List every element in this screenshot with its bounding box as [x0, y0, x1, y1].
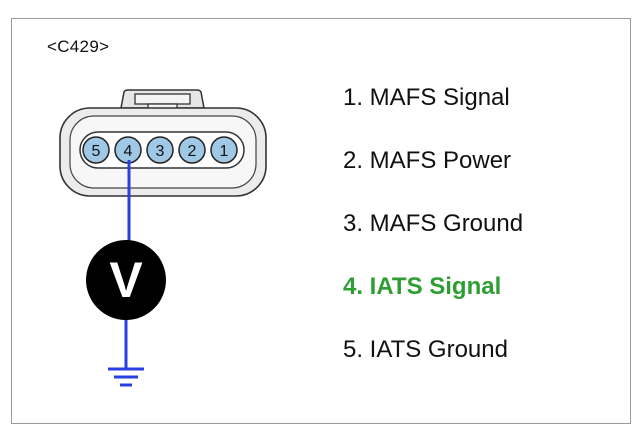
pin-5: 5	[82, 136, 110, 164]
pin-circle	[146, 136, 174, 164]
pin-circle	[178, 136, 206, 164]
pin-3: 3	[146, 136, 174, 164]
connector-id-label: <C429>	[47, 37, 110, 56]
pin-4: 4	[114, 136, 142, 164]
voltmeter-icon: V	[86, 240, 166, 320]
pin-2: 2	[178, 136, 206, 164]
pin-function-item-highlighted: 4. IATS Signal	[343, 273, 502, 300]
diagram-frame	[11, 18, 631, 424]
pin-number-label: 3	[156, 143, 165, 160]
pin-1: 1	[210, 136, 238, 164]
pin-function-item: 2. MAFS Power	[343, 147, 512, 174]
pin-function-item: 1. MAFS Signal	[343, 84, 510, 111]
pin-number-label: 1	[220, 143, 229, 160]
ground-symbol-icon	[108, 367, 144, 387]
pin-function-list: 1. MAFS Signal 2. MAFS Power 3. MAFS Gro…	[343, 84, 523, 399]
pin-function-item: 5. IATS Ground	[343, 336, 508, 363]
pin-circle	[82, 136, 110, 164]
voltmeter-label: V	[109, 252, 143, 308]
connector-pins: 5 4 3 2 1	[82, 136, 238, 164]
pin-circle	[210, 136, 238, 164]
pin-number-label: 4	[124, 143, 133, 160]
pin-number-label: 5	[92, 143, 101, 160]
pin-number-label: 2	[188, 143, 197, 160]
pin-function-item: 3. MAFS Ground	[343, 210, 524, 237]
